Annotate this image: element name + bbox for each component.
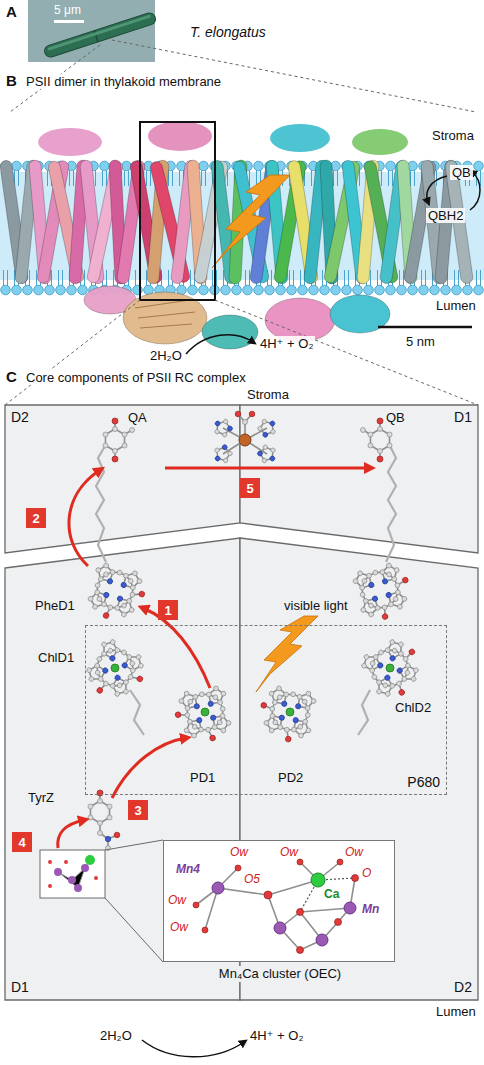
annotation: 2H₂O <box>100 1028 132 1043</box>
callout-text: 3 <box>134 803 141 818</box>
annotation: QA <box>128 410 147 425</box>
annotation: PD1 <box>190 770 215 785</box>
callout-number: 3 <box>128 800 148 820</box>
electron-transfer-arrows <box>58 468 370 848</box>
subunit-name: D1 <box>454 409 472 425</box>
subunit-name: D2 <box>454 979 472 995</box>
atom-label: Ow <box>345 845 363 859</box>
callout-text: 5 <box>246 481 253 496</box>
annotation: QBH2 <box>426 208 465 223</box>
callout-text: 2 <box>32 511 39 526</box>
subunit-name: D2 <box>11 409 29 425</box>
light-bolt <box>256 616 318 692</box>
annotation: PSII dimer in thylakoid membrane <box>24 74 223 89</box>
atom-label: Mn <box>362 902 379 916</box>
atom-label: Mn4 <box>176 862 200 876</box>
scale-bar <box>378 326 472 329</box>
region-name: P680 <box>407 774 440 790</box>
zoom-lines <box>5 300 478 405</box>
annotation: 2H₂O <box>148 348 184 363</box>
annotation: PheD1 <box>35 598 75 613</box>
organism-name: T. elongatus <box>190 24 266 40</box>
annotation: visible light <box>284 598 348 613</box>
subunit-panel: D1 <box>240 405 478 553</box>
inset-caption: Mn₄Ca cluster (OEC) <box>216 966 344 982</box>
callout-number: 1 <box>158 600 178 620</box>
callout-text: 4 <box>18 835 25 850</box>
annotation: Stroma <box>245 387 291 402</box>
cofactor-chains <box>96 446 396 735</box>
zoom-lines <box>10 40 476 112</box>
atom-label: O5 <box>244 872 260 886</box>
callout-number: 4 <box>12 832 32 852</box>
subunit-name: D1 <box>11 979 29 995</box>
oec-thumbnail <box>40 840 163 962</box>
annotation: ChlD2 <box>395 700 431 715</box>
subunit-panel: D2 2 <box>5 405 240 553</box>
annotation: 4H⁺ + O₂ <box>258 336 315 351</box>
scale-label: 5 μm <box>54 3 81 18</box>
atom-label: Ow <box>168 893 186 907</box>
reaction-arrow <box>142 1040 244 1057</box>
subunit-panels <box>5 405 478 1000</box>
reaction-arrow <box>186 335 253 354</box>
atom-label: Ca <box>324 887 339 901</box>
callout-text: 1 <box>164 603 171 618</box>
oec-cluster <box>163 840 395 962</box>
atom-label: Ow <box>170 920 188 934</box>
cofactors <box>80 411 431 850</box>
atom-label: Ow <box>280 845 298 859</box>
atom-label: O <box>362 866 371 880</box>
annotation: QB <box>450 165 473 180</box>
thylakoid-membrane <box>0 160 484 296</box>
p680-region: P680 <box>85 625 447 795</box>
panel-letter: A <box>6 3 17 20</box>
annotation: QB <box>386 410 405 425</box>
micrograph <box>28 0 157 62</box>
psii-dimer <box>0 121 474 349</box>
annotation: 4H⁺ + O₂ <box>250 1028 303 1043</box>
annotation: ChlD1 <box>38 650 74 665</box>
panel-letter: B <box>6 72 17 89</box>
annotation: Stroma <box>432 128 474 143</box>
annotation: Core components of PSII RC complex <box>24 370 248 385</box>
annotation: PD2 <box>278 770 303 785</box>
subunit-panel: D2 <box>240 538 478 1000</box>
panel-letter: C <box>6 368 17 385</box>
annotation: TyrZ <box>28 790 54 805</box>
atom-label: Ow <box>230 845 248 859</box>
annotation: 5 nm <box>406 334 435 349</box>
annotation: Lumen <box>436 1004 476 1019</box>
callout-number: 5 <box>240 478 260 498</box>
callout-number: 2 <box>26 508 46 528</box>
annotation: Lumen <box>436 298 476 313</box>
